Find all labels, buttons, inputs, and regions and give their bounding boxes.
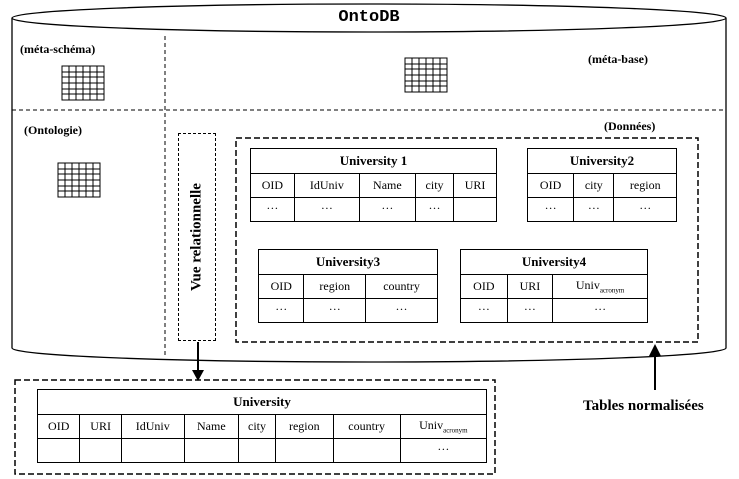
column-header: OID — [257, 274, 305, 299]
column-header: URI — [506, 274, 554, 299]
column-header: region — [275, 414, 334, 439]
table-row: … … … … — [250, 197, 497, 222]
column-header: city — [414, 173, 455, 198]
table-row: … … … — [526, 197, 677, 222]
column-header: IdUniv — [120, 414, 185, 439]
meta-schema-label: (méta-schéma) — [20, 42, 96, 56]
table-header-row: OID URI IdUniv Name city region country … — [36, 414, 488, 439]
table-header-row: OID IdUniv Name city URI — [250, 173, 497, 198]
column-header-subscript: acronym — [443, 426, 468, 435]
column-header: city — [573, 173, 615, 198]
column-header: Univacronym — [399, 414, 488, 439]
table-cell: … — [250, 197, 295, 222]
cylinder-top — [11, 3, 727, 33]
column-header: country — [365, 274, 438, 299]
column-header: country — [332, 414, 401, 439]
column-header: URI — [79, 414, 122, 439]
column-header: city — [237, 414, 277, 439]
column-header-subscript: acronym — [599, 286, 625, 295]
column-header-text: Univ — [575, 278, 600, 293]
table-cell — [453, 197, 497, 222]
table-header-row: OID city region — [526, 173, 677, 198]
column-header: Univacronym — [552, 274, 648, 299]
table-university3: University3 OID region country … … … — [257, 249, 438, 323]
table-cell: … — [613, 197, 677, 222]
table-cell: … — [293, 197, 360, 222]
table-row: … … … — [257, 298, 438, 323]
table-cell: … — [573, 197, 615, 222]
university-box — [14, 379, 496, 475]
column-header: Name — [183, 414, 239, 439]
meta-base-label: (méta-base) — [588, 52, 648, 66]
column-header: URI — [453, 173, 497, 198]
table-row: … … … — [460, 298, 648, 323]
column-header: OID — [526, 173, 575, 198]
donnees-box — [235, 137, 699, 343]
table-name: University4 — [460, 249, 648, 275]
table-cell — [120, 438, 185, 463]
table-cell — [237, 438, 277, 463]
table-cell: … — [365, 298, 438, 323]
column-header: region — [303, 274, 367, 299]
table-cell: … — [552, 298, 648, 323]
table-name: University3 — [258, 249, 438, 275]
vue-relationnelle-label: Vue relationnelle — [188, 183, 205, 291]
db-title: OntoDB — [338, 8, 400, 27]
tables-normalisees-label: Tables normalisées — [583, 398, 704, 414]
donnees-label: (Données) — [604, 119, 656, 133]
table-name: University — [37, 389, 487, 415]
table-header-row: OID region country — [257, 274, 438, 299]
table-header-row: OID URI Univacronym — [460, 274, 648, 299]
table-name: University 1 — [250, 148, 497, 174]
tables-normalisees-arrowhead — [649, 344, 661, 356]
table-university1: University 1 OID IdUniv Name city URI … … — [250, 148, 497, 222]
table-cell — [79, 438, 122, 463]
column-header: OID — [250, 173, 295, 198]
table-row: … — [36, 438, 488, 463]
table-cell — [36, 438, 81, 463]
table-cell: … — [303, 298, 367, 323]
table-university4: University4 OID URI Univacronym … … … — [460, 249, 648, 323]
table-cell — [183, 438, 239, 463]
table-university: University OID URI IdUniv Name city regi… — [36, 389, 488, 463]
ontologie-label: (Ontologie) — [24, 123, 82, 137]
table-cell: … — [460, 298, 508, 323]
column-header: IdUniv — [293, 173, 360, 198]
vue-to-university-arrowhead — [192, 370, 204, 381]
ontologie-grid-icon — [57, 162, 101, 198]
table-cell: … — [399, 438, 488, 463]
table-cell — [275, 438, 334, 463]
column-header: OID — [460, 274, 508, 299]
table-cell: … — [414, 197, 455, 222]
table-cell: … — [257, 298, 305, 323]
column-header-text: Univ — [419, 418, 444, 433]
table-cell: … — [506, 298, 554, 323]
meta-schema-grid-icon — [61, 65, 105, 101]
column-header: region — [613, 173, 677, 198]
column-header: OID — [36, 414, 81, 439]
table-university2: University2 OID city region … … … — [526, 148, 677, 222]
vue-relationnelle-box: Vue relationnelle — [178, 133, 216, 341]
table-name: University2 — [527, 148, 677, 174]
table-cell: … — [526, 197, 575, 222]
table-cell — [332, 438, 401, 463]
table-cell: … — [358, 197, 416, 222]
column-header: Name — [358, 173, 416, 198]
meta-base-grid-icon — [404, 57, 448, 93]
